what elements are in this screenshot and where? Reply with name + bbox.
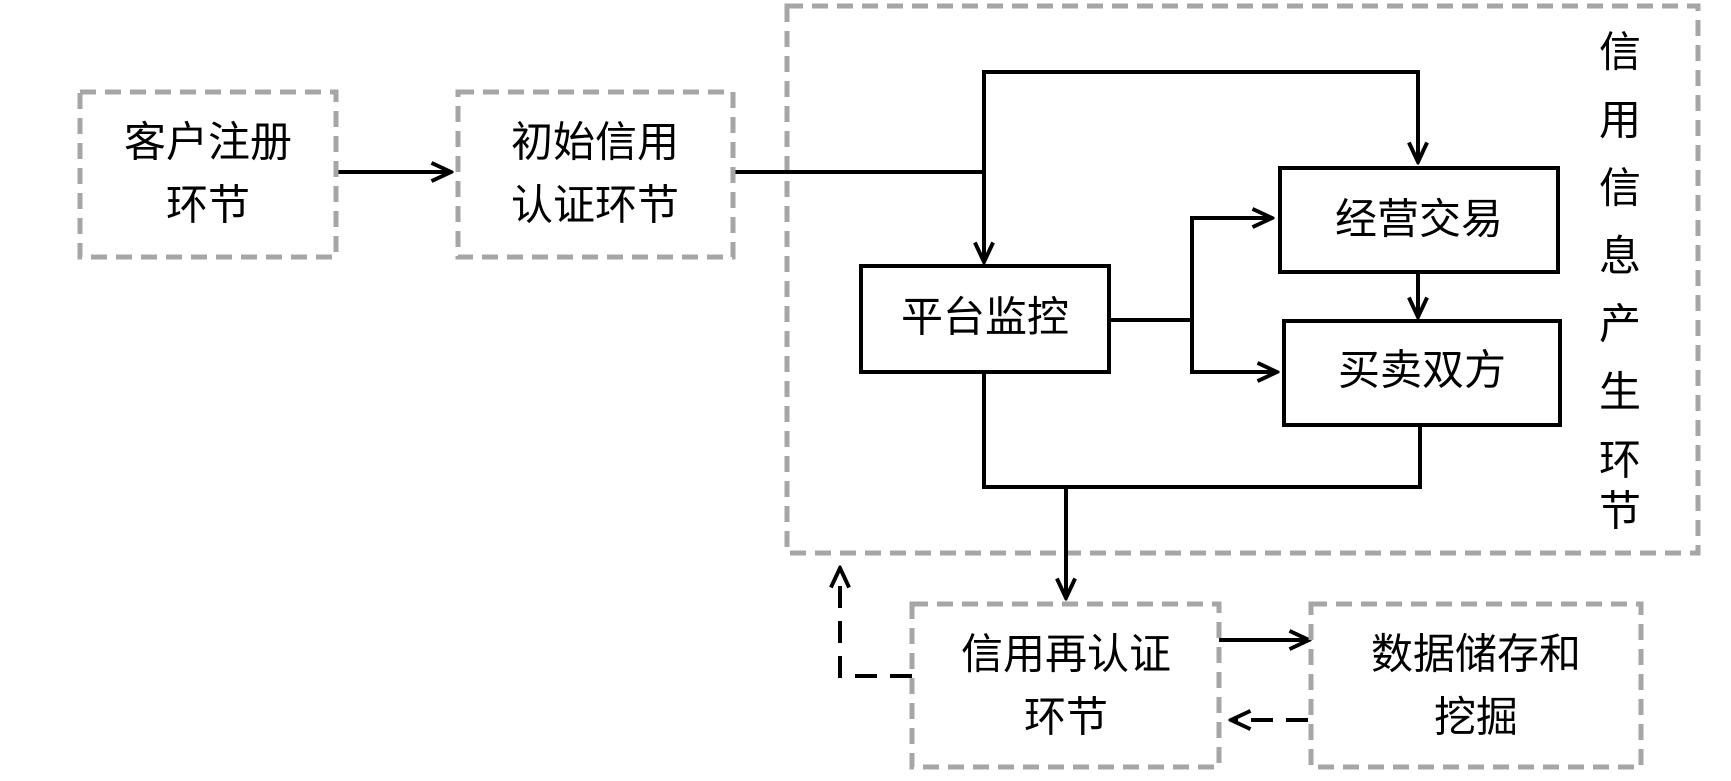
node-buyers-and-sellers: 买卖双方 bbox=[1282, 319, 1562, 427]
group-title-char: 节 bbox=[1599, 487, 1641, 536]
group-title-char: 信 bbox=[1599, 28, 1641, 77]
node-label: 环节 bbox=[166, 181, 250, 230]
group-title-char: 环 bbox=[1599, 436, 1641, 485]
dashed-arrow-recert-to-group bbox=[840, 568, 912, 678]
node-label: 信用再认证 bbox=[961, 630, 1171, 679]
group-title-char: 生 bbox=[1599, 368, 1641, 417]
node-customer-registration: 客户注册 环节 bbox=[77, 89, 339, 260]
group-title-char: 信 bbox=[1599, 164, 1641, 213]
node-initial-credit-certification: 初始信用 认证环节 bbox=[455, 89, 736, 260]
node-label: 经营交易 bbox=[1335, 195, 1503, 244]
node-label: 买卖双方 bbox=[1338, 346, 1506, 395]
arrow-monitor-to-business-trade bbox=[1190, 218, 1272, 320]
node-label: 认证环节 bbox=[511, 181, 679, 230]
group-title-char: 用 bbox=[1599, 96, 1641, 145]
arrow-initial-cert-to-platform-monitor bbox=[733, 170, 984, 262]
node-credit-recertification: 信用再认证 环节 bbox=[909, 601, 1222, 770]
node-label: 客户注册 bbox=[124, 118, 292, 167]
group-title-char: 产 bbox=[1599, 300, 1641, 349]
group-title-char: 息 bbox=[1599, 232, 1641, 281]
node-label: 环节 bbox=[1024, 693, 1108, 742]
node-data-storage-and-mining: 数据储存和 挖掘 bbox=[1308, 601, 1644, 770]
node-label: 数据储存和 bbox=[1371, 630, 1581, 679]
node-label: 平台监控 bbox=[901, 293, 1069, 342]
node-label: 初始信用 bbox=[511, 118, 679, 167]
arrow-to-business-trade bbox=[982, 70, 1418, 172]
node-label: 挖掘 bbox=[1434, 693, 1518, 742]
group-vertical-title: 信 用 信 息 产 生 环 节 bbox=[1599, 28, 1641, 536]
credit-info-generation-group bbox=[784, 3, 1701, 556]
feedback-line-monitor bbox=[982, 374, 1422, 489]
node-platform-monitoring: 平台监控 bbox=[859, 264, 1111, 374]
arrow-monitor-to-buyers-sellers bbox=[1190, 320, 1277, 372]
node-business-transaction: 经营交易 bbox=[1278, 166, 1560, 274]
